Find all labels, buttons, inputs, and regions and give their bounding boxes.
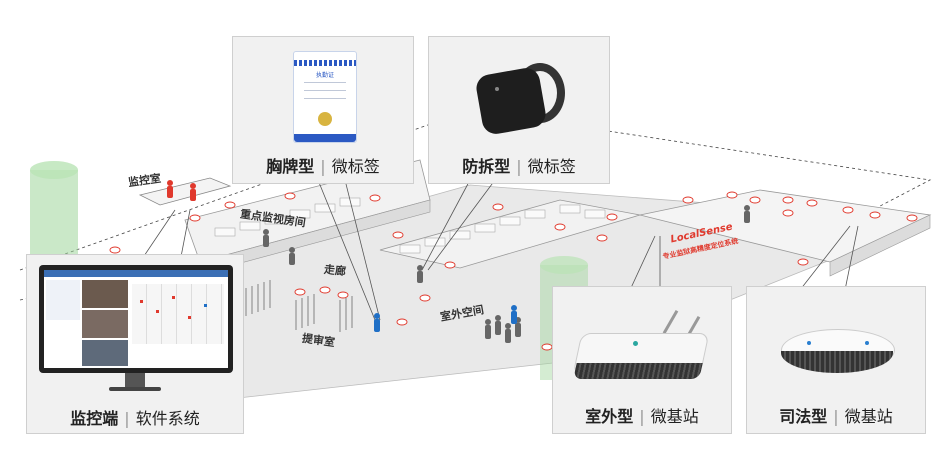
status-led-icon [633, 341, 638, 346]
tamper-name: 防拆型 [462, 157, 511, 176]
monitor-screen [44, 270, 228, 368]
tamper-caption: 防拆型|微标签 [462, 157, 576, 176]
label-corridor: 走廊 [323, 262, 347, 279]
wristband-image [474, 53, 567, 145]
judicial-station-image [777, 321, 897, 391]
badge-name: 胸牌型 [266, 157, 315, 176]
judicial-type: 微基站 [844, 407, 893, 426]
status-led-icon-2 [865, 341, 869, 345]
card-badge-tag: 执勤证 胸牌型|微标签 [232, 36, 414, 184]
badge-emblem-icon [318, 112, 332, 126]
card-monitor-software: 监控端|软件系统 [26, 254, 244, 434]
monitor-name: 监控端 [70, 409, 119, 428]
badge-caption: 胸牌型|微标签 [266, 157, 380, 176]
card-outdoor-station: 室外型|微基站 [552, 286, 732, 434]
badge-type: 微标签 [331, 157, 380, 176]
outdoor-type: 微基站 [650, 407, 699, 426]
judicial-caption: 司法型|微基站 [779, 407, 893, 426]
outdoor-station-image [572, 309, 713, 391]
monitor-caption: 监控端|软件系统 [70, 409, 200, 428]
monitor-image [39, 265, 233, 373]
badge-image: 执勤证 [293, 51, 357, 143]
judicial-name: 司法型 [779, 407, 828, 426]
badge-title: 执勤证 [315, 72, 334, 79]
card-tamper-tag: 防拆型|微标签 [428, 36, 610, 184]
outdoor-name: 室外型 [585, 407, 634, 426]
people [263, 205, 750, 343]
anchor-nodes [109, 191, 918, 351]
outdoor-caption: 室外型|微基站 [585, 407, 699, 426]
tamper-type: 微标签 [527, 157, 576, 176]
card-judicial-station: 司法型|微基站 [746, 286, 926, 434]
monitor-type: 软件系统 [135, 409, 200, 428]
status-led-icon [807, 341, 811, 345]
